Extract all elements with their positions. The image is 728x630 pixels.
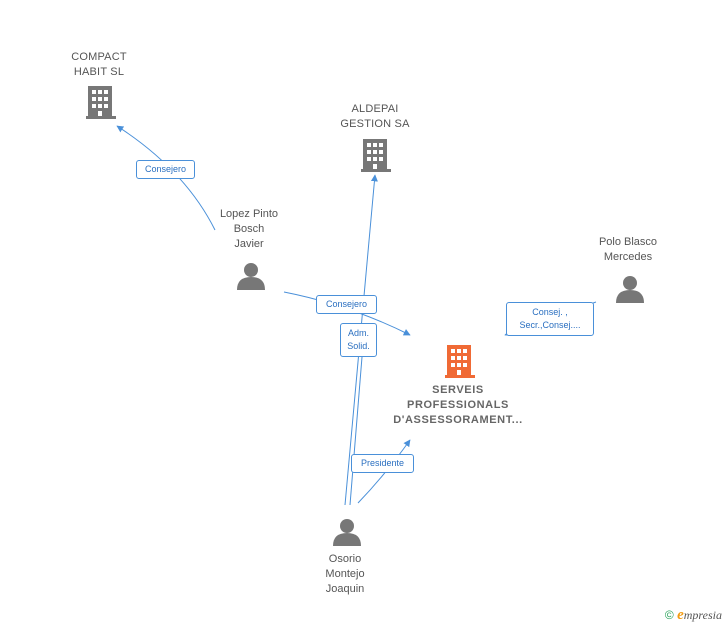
- person-label-osorio[interactable]: Osorio Montejo Joaquin: [280, 552, 410, 597]
- company-name-line: GESTION SA: [340, 118, 410, 130]
- person-name-line: Lopez Pinto: [219, 208, 279, 220]
- edge-label-lopez-serveis[interactable]: Consejero: [316, 295, 377, 314]
- building-icon-serveis[interactable]: [445, 345, 475, 378]
- edge-label-osorio-aldepai[interactable]: Adm. Solid.: [340, 323, 377, 357]
- edge-extra-line: [349, 356, 363, 506]
- company-name-line: ALDEPAI: [351, 103, 399, 115]
- company-name-line: D'ASSESSORAMENT...: [393, 414, 523, 426]
- company-label-aldepai[interactable]: ALDEPAI GESTION SA: [310, 102, 440, 132]
- company-name-line: SERVEIS: [432, 384, 484, 396]
- person-name-line: Mercedes: [603, 251, 653, 263]
- edge-label-lopez-compact[interactable]: Consejero: [136, 160, 195, 179]
- person-name-line: Polo Blasco: [598, 236, 658, 248]
- edge-osorio-serveis: [357, 439, 411, 504]
- edge-label-line: Secr.,Consej....: [519, 320, 581, 330]
- edge-label-line: Consej. ,: [532, 307, 568, 317]
- company-label-compact-habit[interactable]: COMPACT HABIT SL: [34, 50, 164, 80]
- person-name-line: Javier: [234, 238, 264, 250]
- person-icon-polo[interactable]: [616, 276, 644, 303]
- person-name-line: Osorio: [328, 553, 362, 565]
- company-name-line: COMPACT: [71, 51, 127, 63]
- person-name-line: Montejo: [325, 568, 365, 580]
- company-label-serveis[interactable]: SERVEIS PROFESSIONALS D'ASSESSORAMENT...: [358, 383, 558, 428]
- copyright-symbol: ©: [664, 608, 674, 622]
- edge-label-line: Solid.: [347, 341, 370, 351]
- person-label-lopez[interactable]: Lopez Pinto Bosch Javier: [184, 207, 314, 252]
- brand-name: empresia: [677, 607, 722, 623]
- brand-e: e: [677, 607, 684, 623]
- person-icon-lopez[interactable]: [237, 263, 265, 290]
- person-name-line: Joaquin: [325, 583, 365, 595]
- person-name-line: Bosch: [233, 223, 265, 235]
- person-icon-osorio[interactable]: [333, 519, 361, 546]
- edge-label-line: Adm.: [347, 328, 369, 338]
- person-label-polo[interactable]: Polo Blasco Mercedes: [563, 235, 693, 265]
- company-name-line: HABIT SL: [73, 66, 125, 78]
- empresia-logo: © empresia: [665, 607, 722, 624]
- edge-label-osorio-serveis[interactable]: Presidente: [351, 454, 414, 473]
- company-name-line: PROFESSIONALS: [407, 399, 509, 411]
- edge-label-polo-serveis[interactable]: Consej. , Secr.,Consej....: [506, 302, 594, 336]
- building-icon-compact-habit[interactable]: [86, 86, 116, 119]
- building-icon-aldepai[interactable]: [361, 139, 391, 172]
- brand-rest: mpresia: [683, 608, 722, 622]
